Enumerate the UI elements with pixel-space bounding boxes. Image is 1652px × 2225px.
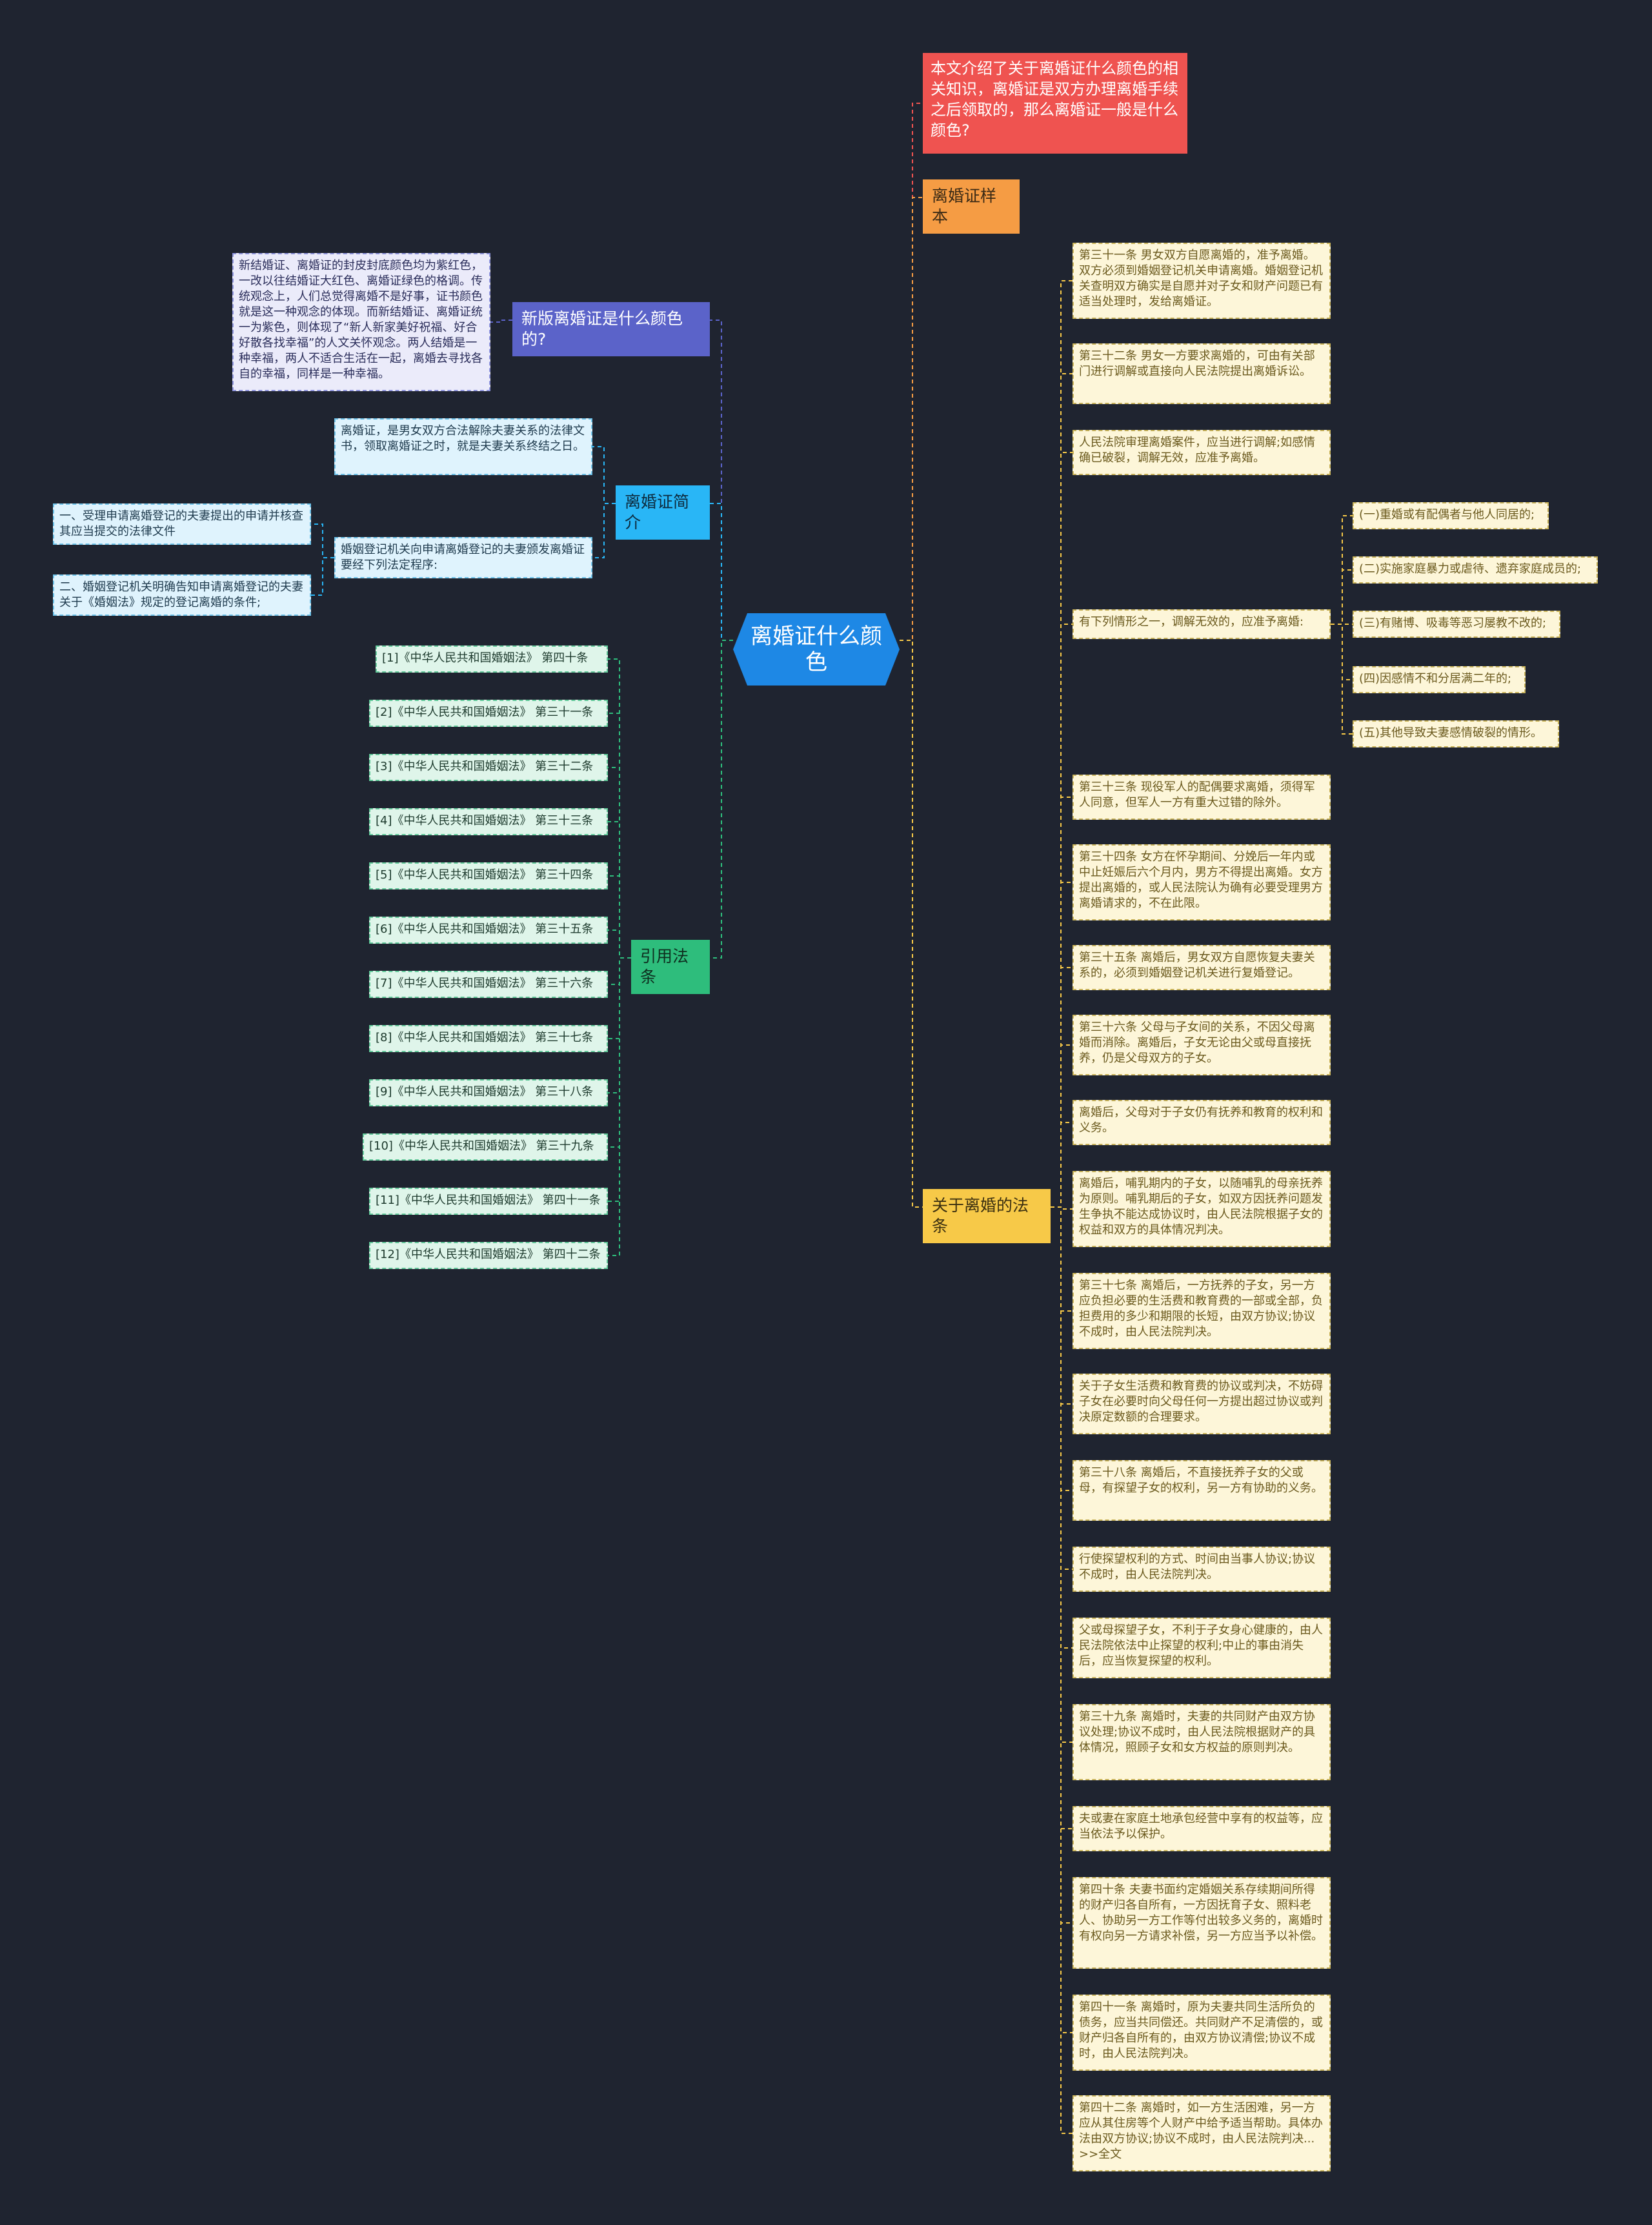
cite-item[interactable]: [7]《中华人民共和国婚姻法》 第三十六条 — [369, 971, 608, 998]
cite-item[interactable]: [5]《中华人民共和国婚姻法》 第三十四条 — [369, 862, 608, 889]
law-item[interactable]: 夫或妻在家庭土地承包经营中享有的权益等，应当依法予以保护。 — [1073, 1806, 1331, 1851]
divorce-condition-item[interactable]: (二)实施家庭暴力或虐待、遗弃家庭成员的; — [1353, 556, 1598, 584]
connector-line — [592, 446, 616, 504]
divorce-condition-item[interactable]: (三)有赌博、吸毒等恶习屡教不改的; — [1353, 611, 1560, 638]
connector-line — [1331, 569, 1353, 625]
cite-item[interactable]: [12]《中华人民共和国婚姻法》 第四十二条 — [369, 1242, 608, 1269]
connector-line — [490, 320, 512, 323]
connector-line — [1051, 452, 1073, 1208]
connector-line — [1051, 1206, 1073, 2134]
law-item[interactable]: 第三十四条 女方在怀孕期间、分娩后一年内或中止妊娠后六个月内，男方不得提出离婚。… — [1073, 844, 1331, 920]
sample-node[interactable]: 离婚证样本 — [923, 179, 1020, 234]
brief-branch-node[interactable]: 离婚证简介 — [616, 485, 710, 540]
cite-item[interactable]: [6]《中华人民共和国婚姻法》 第三十五条 — [369, 917, 608, 944]
cite-item[interactable]: [3]《中华人民共和国婚姻法》 第三十二条 — [369, 754, 608, 781]
intro-node[interactable]: 本文介绍了关于离婚证什么颜色的相关知识，离婚证是双方办理离婚手续之后领取的，那么… — [923, 53, 1187, 154]
connector-line — [710, 320, 733, 641]
root-node[interactable]: 离婚证什么颜色 — [733, 613, 900, 686]
cite-item[interactable]: [9]《中华人民共和国婚姻法》 第三十八条 — [369, 1079, 608, 1106]
law-item[interactable]: 第三十二条 男女一方要求离婚的，可由有关部门进行调解或直接向人民法院提出离婚诉讼… — [1073, 343, 1331, 404]
connector-line — [900, 197, 923, 641]
law-item[interactable]: 第三十六条 父母与子女间的关系，不因父母离婚而消除。离婚后，子女无论由父或母直接… — [1073, 1015, 1331, 1075]
law-item[interactable]: 行使探望权利的方式、时间由当事人协议;协议不成时，由人民法院判决。 — [1073, 1547, 1331, 1592]
brief-procedure-item[interactable]: 一、受理申请离婚登记的夫妻提出的申请并核查其应当提交的法律文件 — [53, 503, 311, 545]
law-item[interactable]: 关于子女生活费和教育费的协议或判决，不妨碍子女在必要时向父母任何一方提出超过协议… — [1073, 1374, 1331, 1434]
connector-line — [608, 713, 631, 959]
connector-line — [592, 503, 616, 558]
law-item[interactable]: 第三十一条 男女双方自愿离婚的，准予离婚。双方必须到婚姻登记机关申请离婚。婚姻登… — [1073, 243, 1331, 319]
connector-line — [311, 523, 334, 558]
connector-line — [608, 930, 631, 959]
connector-line — [710, 640, 733, 959]
connector-line — [900, 103, 923, 641]
connector-line — [1331, 624, 1353, 735]
cite-item[interactable]: [4]《中华人民共和国婚姻法》 第三十三条 — [369, 808, 608, 835]
connector-line — [608, 957, 631, 1256]
divorce-condition-item[interactable]: (五)其他导致夫妻感情破裂的情形。 — [1353, 720, 1559, 747]
connector-line — [1051, 1206, 1073, 1924]
connector-line — [311, 557, 334, 596]
law-item[interactable]: 第三十五条 离婚后，男女双方自愿恢复夫妻关系的，必须到婚姻登记机关进行复婚登记。 — [1073, 945, 1331, 990]
new-version-text[interactable]: 新结婚证、离婚证的封皮封底颜色均为紫红色，一改以往结婚证大红色、离婚证绿色的格调… — [232, 253, 490, 391]
brief-item[interactable]: 婚姻登记机关向申请离婚登记的夫妻颁发离婚证要经下列法定程序: — [334, 537, 592, 578]
law-item[interactable]: 第三十三条 现役军人的配偶要求离婚，须得军人同意，但军人一方有重大过错的除外。 — [1073, 775, 1331, 820]
connector-line — [608, 875, 631, 959]
connector-line — [608, 957, 631, 1148]
connector-line — [1051, 1206, 1073, 1570]
connector-line — [1051, 1044, 1073, 1208]
law-item[interactable]: 离婚后，哺乳期内的子女，以随哺乳的母亲抚养为原则。哺乳期后的子女，如双方因抚养问… — [1073, 1171, 1331, 1247]
connector-line — [1051, 1122, 1073, 1208]
law-item[interactable]: 第三十七条 离婚后，一方抚养的子女，另一方应负担必要的生活费和教育费的一部或全部… — [1073, 1273, 1331, 1349]
law-branch-node[interactable]: 关于离婚的法条 — [923, 1189, 1051, 1243]
cite-branch-node[interactable]: 引用法条 — [631, 940, 710, 994]
law-item[interactable]: 离婚后，父母对于子女仍有抚养和教育的权利和义务。 — [1073, 1100, 1331, 1145]
cite-item[interactable]: [8]《中华人民共和国婚姻法》 第三十七条 — [369, 1025, 608, 1052]
divorce-condition-item[interactable]: (四)因感情不和分居满二年的; — [1353, 666, 1526, 693]
connector-line — [608, 658, 631, 959]
connector-line — [710, 503, 733, 641]
law-item[interactable]: 第四十一条 离婚时，原为夫妻共同生活所负的债务，应当共同偿还。共同财产不足清偿的… — [1073, 1995, 1331, 2071]
cite-item[interactable]: [10]《中华人民共和国婚姻法》 第三十九条 — [363, 1133, 608, 1161]
connector-line — [900, 640, 923, 1208]
law-item[interactable]: 第四十条 夫妻书面约定婚姻关系存续期间所得的财产归各自所有，一方因抚育子女、照料… — [1073, 1877, 1331, 1969]
law-item[interactable]: 第三十九条 离婚时，夫妻的共同财产由双方协议处理;协议不成时，由人民法院根据财产… — [1073, 1704, 1331, 1780]
law-item[interactable]: 有下列情形之一，调解无效的，应准予离婚: — [1073, 609, 1331, 639]
brief-procedure-item[interactable]: 二、婚姻登记机关明确告知申请离婚登记的夫妻关于《婚姻法》规定的登记离婚的条件; — [53, 574, 311, 616]
connector-line — [1051, 1206, 1073, 1210]
new-version-branch-node[interactable]: 新版离婚证是什么颜色的? — [512, 302, 710, 356]
brief-item[interactable]: 离婚证，是男女双方合法解除夫妻关系的法律文书，领取离婚证之时，就是夫妻关系终结之… — [334, 418, 592, 475]
cite-item[interactable]: [2]《中华人民共和国婚姻法》 第三十一条 — [369, 700, 608, 727]
law-item[interactable]: 父或母探望子女，不利于子女身心健康的，由人民法院依法中止探望的权利;中止的事由消… — [1073, 1618, 1331, 1678]
law-item[interactable]: 第四十二条 离婚时，如一方生活困难，另一方应从其住房等个人财产中给予适当帮助。具… — [1073, 2095, 1331, 2171]
connector-line — [1051, 1206, 1073, 1312]
cite-item[interactable]: [11]《中华人民共和国婚姻法》 第四十一条 — [369, 1188, 608, 1215]
connector-line — [1051, 1206, 1073, 2033]
law-item[interactable]: 人民法院审理离婚案件，应当进行调解;如感情确已破裂，调解无效，应准予离婚。 — [1073, 430, 1331, 475]
law-item[interactable]: 第三十八条 离婚后，不直接抚养子女的父或母，有探望子女的权利，另一方有协助的义务… — [1073, 1460, 1331, 1521]
divorce-condition-item[interactable]: (一)重婚或有配偶者与他人同居的; — [1353, 502, 1549, 529]
connector-line — [608, 957, 631, 1202]
cite-item[interactable]: [1]《中华人民共和国婚姻法》 第四十条 — [376, 645, 608, 673]
